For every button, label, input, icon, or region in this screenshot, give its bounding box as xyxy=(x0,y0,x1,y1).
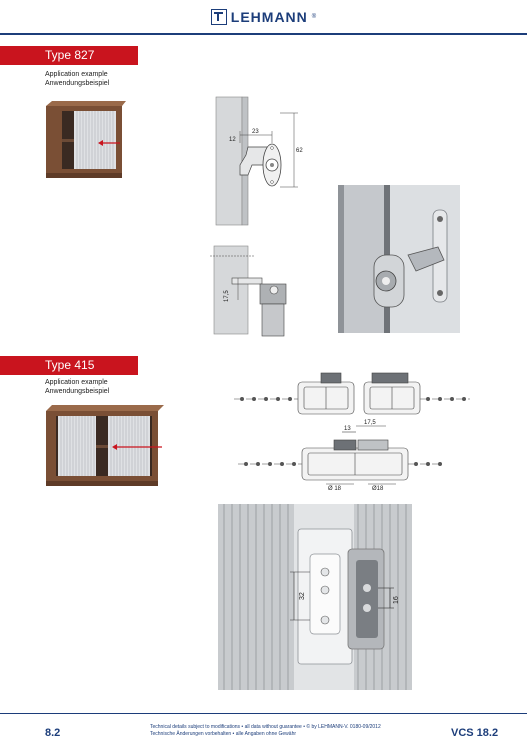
dim-23: 23 xyxy=(252,129,259,135)
cabinet-illustration-827 xyxy=(46,101,126,178)
lock-415-top-drawing xyxy=(234,372,470,415)
lock-827-front-drawing: 12 23 62 xyxy=(215,96,303,226)
dim-dia-18-right: Ø18 xyxy=(372,486,384,492)
application-label-en: Application example xyxy=(45,379,108,386)
page-number: 8.2 xyxy=(45,727,61,739)
dim-62: 62 xyxy=(296,148,303,154)
header-divider xyxy=(0,33,527,35)
disclaimer-en: Technical details subject to modificatio… xyxy=(150,724,381,730)
dim-32: 32 xyxy=(299,592,306,600)
lock-415-section-drawing: 13 17,5 Ø 18 Ø18 xyxy=(238,420,444,492)
application-label-en: Application example xyxy=(45,71,108,78)
brand-logo: LEHMANN® xyxy=(0,6,527,28)
lehmann-logo-icon xyxy=(210,9,227,25)
tambour-doors xyxy=(58,416,150,476)
lock-415-render: 32 16 xyxy=(218,504,412,690)
tambour-door xyxy=(74,111,116,169)
footer-disclaimer: Technical details subject to modificatio… xyxy=(150,724,410,738)
application-label-415: Application example Anwendungsbeispiel xyxy=(45,378,109,396)
lock-827-render xyxy=(338,185,460,333)
section-title-type-415: Type 415 xyxy=(0,356,138,375)
dim-16: 16 xyxy=(393,596,400,604)
lock-827-side-drawing: 17,5 xyxy=(210,245,287,337)
dim-17-5-827: 17,5 xyxy=(224,290,230,302)
dim-13: 13 xyxy=(344,426,351,432)
section-title-type-827: Type 827 xyxy=(0,46,138,65)
dim-17-5-415: 17,5 xyxy=(364,420,376,426)
brand-name: LEHMANN xyxy=(230,9,308,25)
dim-12: 12 xyxy=(229,137,236,143)
footer-divider xyxy=(0,713,527,714)
application-label-827: Application example Anwendungsbeispiel xyxy=(45,70,109,88)
disclaimer-de: Technische Änderungen vorbehalten • alle… xyxy=(150,731,297,737)
brand-registered-mark: ® xyxy=(311,14,317,20)
catalog-code: VCS 18.2 xyxy=(451,727,499,739)
application-label-de: Anwendungsbeispiel xyxy=(45,80,110,87)
application-label-de: Anwendungsbeispiel xyxy=(45,388,110,395)
dim-dia-18-left: Ø 18 xyxy=(328,486,342,492)
cabinet-illustration-415 xyxy=(46,405,164,486)
